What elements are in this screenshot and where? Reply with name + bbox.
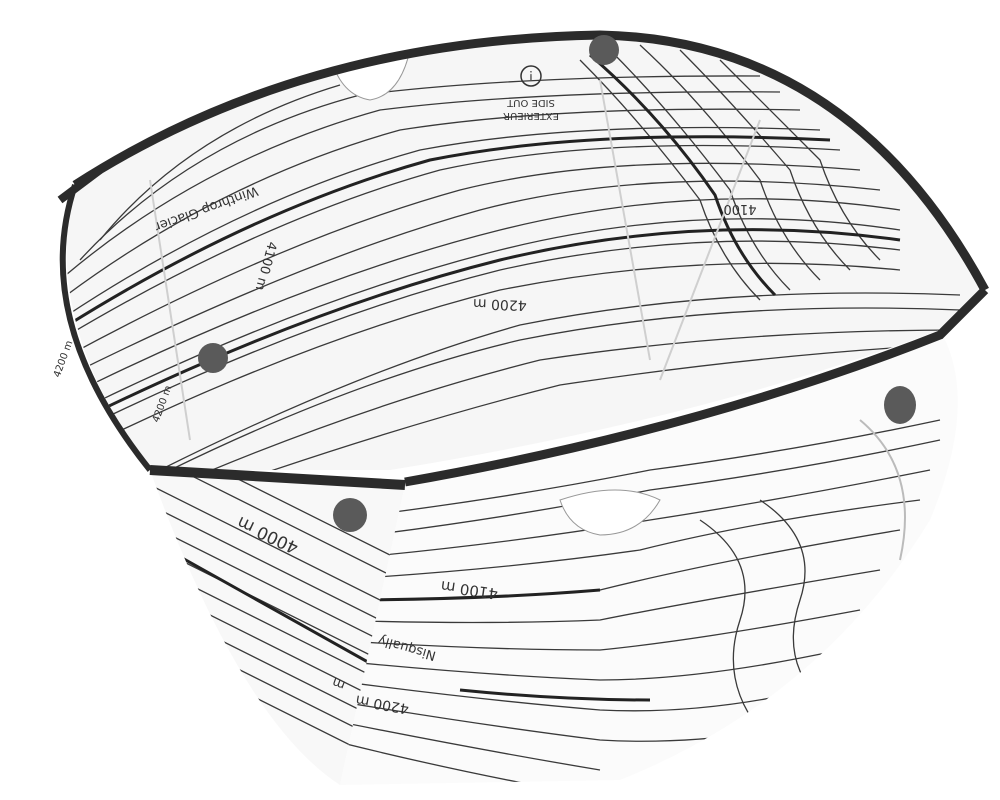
- snap-button-top: [589, 35, 619, 65]
- elevation-label: 4200 m: [52, 339, 75, 379]
- elevation-label: 4200 m: [473, 295, 527, 313]
- snap-button-front: [333, 498, 367, 532]
- elevation-label: m: [330, 674, 347, 692]
- side-out-label: SIDE OUT: [506, 97, 555, 108]
- snap-button-right: [884, 386, 916, 424]
- rim-left: [59, 184, 153, 472]
- handle-cutout-front: [559, 489, 661, 536]
- exterieur-label: EXTERIEUR: [503, 110, 559, 121]
- svg-text:!: !: [529, 68, 534, 82]
- warning-icon: [520, 65, 542, 87]
- rim-front: [149, 465, 406, 490]
- rim-back: [72, 30, 989, 293]
- snap-button-left: [198, 343, 228, 373]
- rim-right: [404, 286, 989, 487]
- elevation-label: 4100: [723, 201, 756, 216]
